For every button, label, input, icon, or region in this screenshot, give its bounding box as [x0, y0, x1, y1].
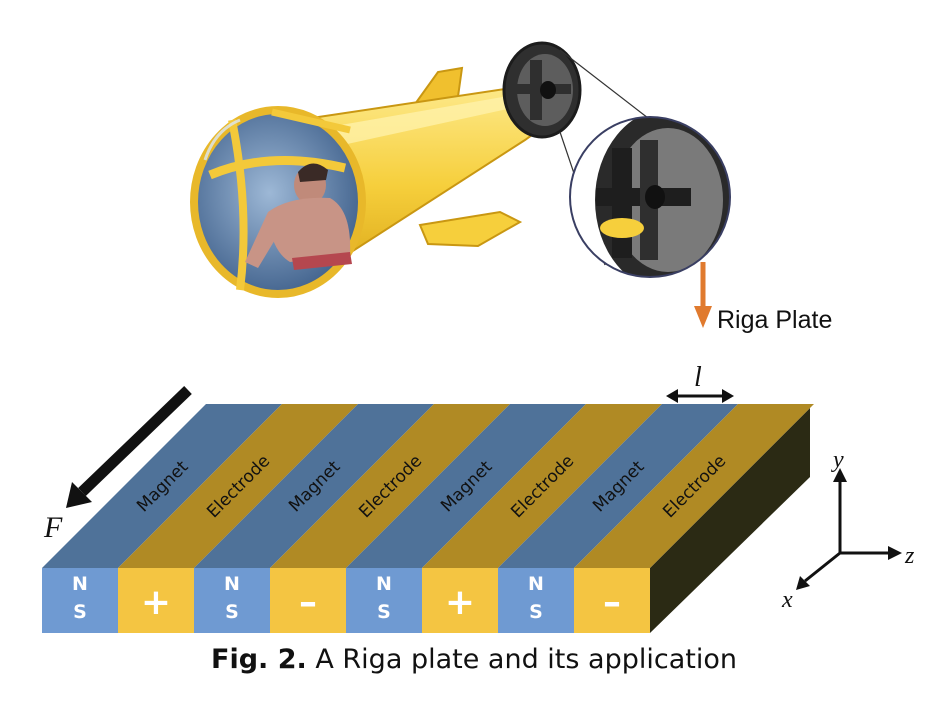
strip-top-electrode: [118, 404, 358, 568]
cockpit-dome: [190, 106, 366, 298]
figure-caption-text: A Riga plate and its application: [315, 644, 737, 675]
strip-face-electrode: [118, 568, 194, 633]
figure-caption: Fig. 2. A Riga plate and its application: [0, 644, 948, 675]
axis-y-label: y: [831, 447, 844, 473]
strip-top-magnet: [498, 404, 738, 568]
pole-label: N: [528, 573, 544, 595]
strip-top-magnet: [42, 404, 282, 568]
bottom-fin: [418, 210, 523, 248]
submarine-illustration: [190, 41, 649, 298]
force-arrow: F: [43, 386, 192, 544]
polarity-label: –: [299, 582, 317, 623]
riga-plate-callout-label: Riga Plate: [717, 306, 832, 334]
strip-face-magnet: [42, 568, 118, 633]
strip-face-electrode: [422, 568, 498, 633]
figure-caption-label: Fig. 2.: [211, 644, 307, 675]
pole-label: N: [72, 573, 88, 595]
polarity-label: +: [141, 582, 171, 623]
pole-label: S: [73, 601, 87, 623]
plate-side-face: [650, 408, 810, 633]
strip-top-magnet: [194, 404, 434, 568]
strip-top-electrode: [422, 404, 662, 568]
strip-face-magnet: [346, 568, 422, 633]
strip-face-magnet: [498, 568, 574, 633]
force-label: F: [43, 511, 63, 544]
propeller-zoom-inset: [569, 116, 731, 278]
coordinate-axes: y z x: [781, 447, 915, 613]
pole-label: N: [376, 573, 392, 595]
pole-label: S: [225, 601, 239, 623]
strip-top-electrode: [574, 404, 814, 568]
pole-label: S: [377, 601, 391, 623]
polarity-label: –: [603, 582, 621, 623]
axis-x-label: x: [781, 587, 793, 613]
pole-label: N: [224, 573, 240, 595]
strip-top-electrode: [270, 404, 510, 568]
strip-width-label: l: [694, 362, 702, 393]
strip-face-electrode: [574, 568, 650, 633]
strip-width-indicator: l: [666, 362, 734, 403]
strip-face-electrode: [270, 568, 346, 633]
riga-plate-callout: Riga Plate: [694, 262, 832, 334]
pilot-figure: [245, 163, 352, 270]
pole-label: S: [529, 601, 543, 623]
riga-plate: MagnetNSElectrode+MagnetNSElectrode–Magn…: [42, 404, 814, 633]
strip-face-magnet: [194, 568, 270, 633]
polarity-label: +: [445, 582, 475, 623]
strip-top-magnet: [346, 404, 586, 568]
propeller-disc: [502, 41, 582, 139]
axis-z-label: z: [904, 543, 915, 569]
